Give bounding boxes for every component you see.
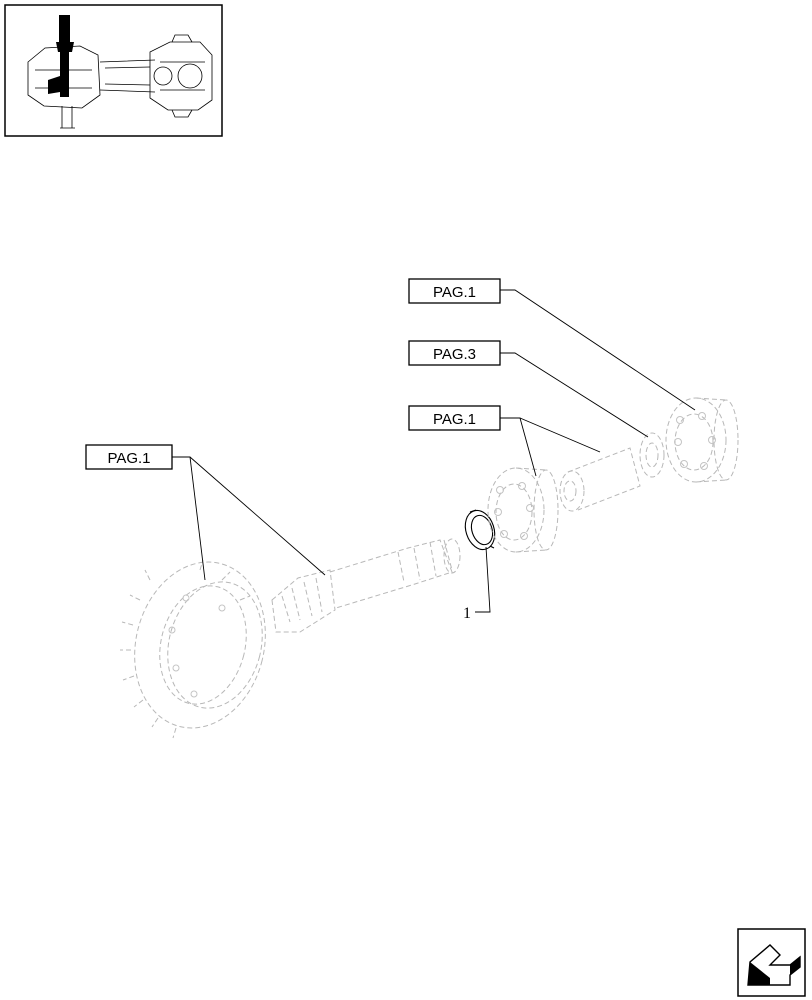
leader-ref-left-b (189, 456, 326, 576)
reference-label: PAG.1 (107, 450, 150, 467)
pinion-shaft (271, 538, 461, 633)
leader-ref-middle (500, 352, 649, 438)
assembly-thumbnail (4, 4, 223, 137)
spacer-sleeve (559, 447, 641, 512)
leader-ref-left-a (172, 456, 206, 581)
reference-label: PAG.1 (433, 284, 476, 301)
reference-label: PAG.3 (433, 346, 476, 363)
ring-gear (120, 559, 266, 739)
previous-page-arrow-icon[interactable] (737, 928, 806, 997)
item-number-1: 1 (463, 605, 471, 622)
reference-box-middle[interactable]: PAG.3 (408, 340, 501, 366)
leader-ref-top (500, 289, 696, 411)
reference-box-lower[interactable]: PAG.1 (408, 405, 501, 431)
upper-bearing (665, 397, 739, 483)
shim-ring-item-1 (464, 509, 496, 551)
leader-ref-lower-a (500, 417, 537, 477)
reference-label: PAG.1 (433, 411, 476, 428)
leader-ref-lower-b (519, 417, 601, 453)
leader-item-1 (475, 546, 491, 613)
reference-box-top[interactable]: PAG.1 (408, 278, 501, 304)
reference-box-left[interactable]: PAG.1 (85, 444, 173, 470)
lower-bearing (487, 467, 559, 553)
washer (639, 432, 665, 478)
